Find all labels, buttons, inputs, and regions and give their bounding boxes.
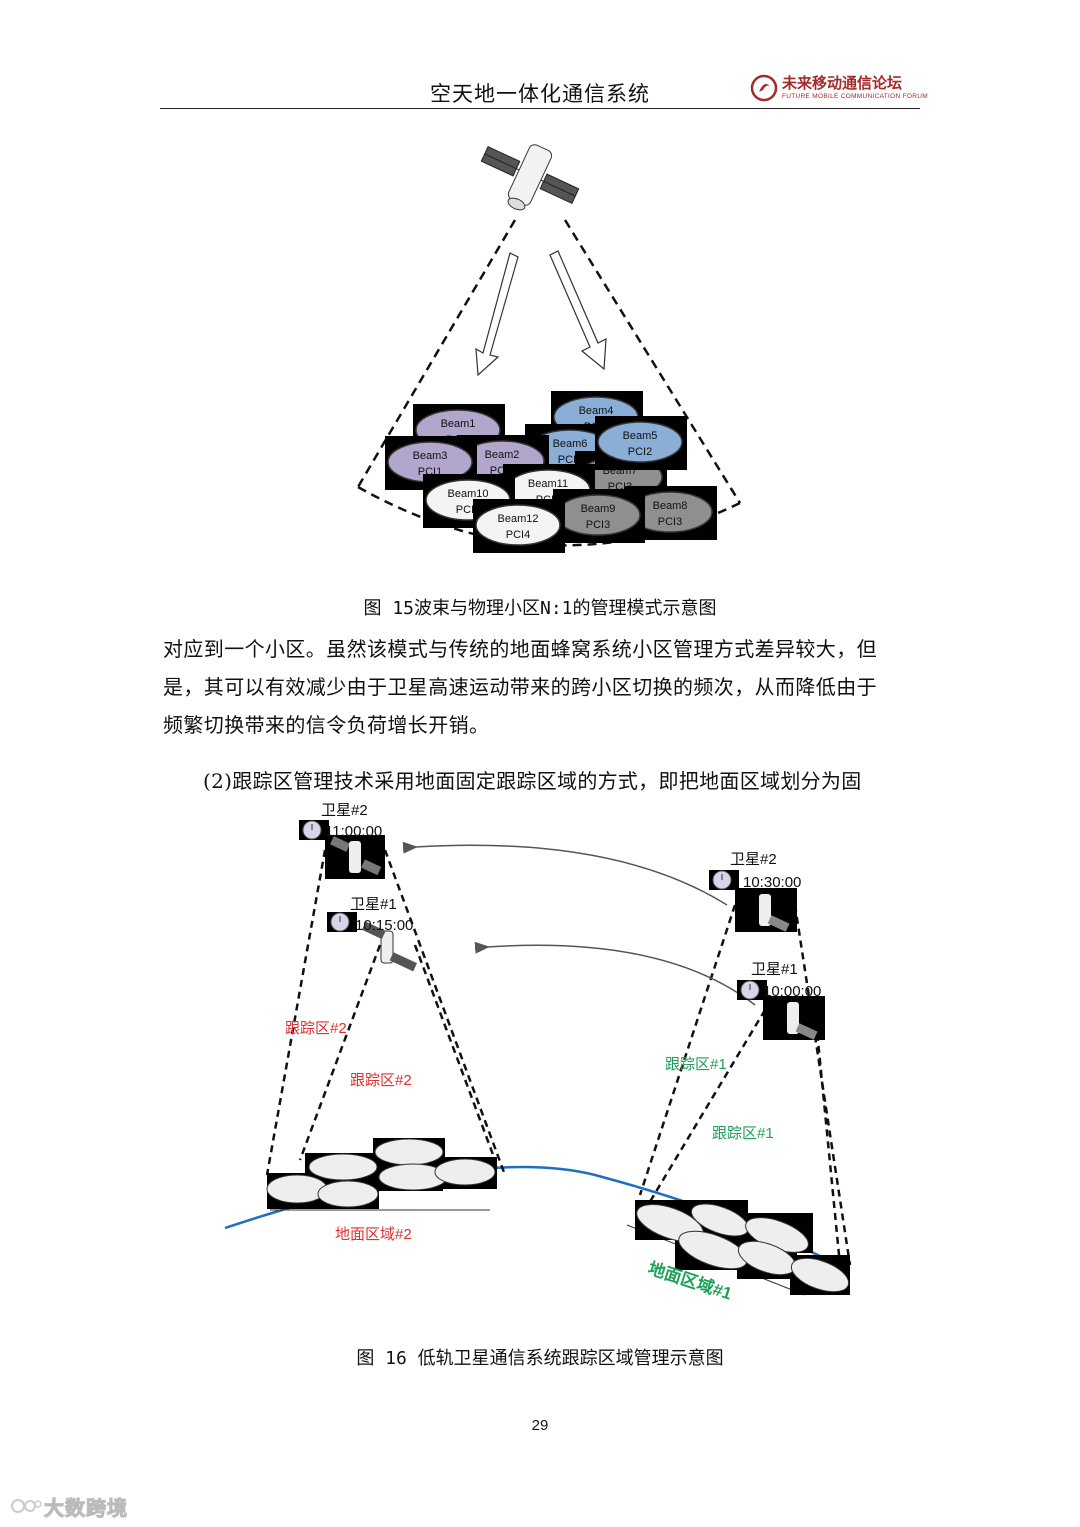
ground-area-2-label: 地面区域#2 xyxy=(335,1226,412,1243)
forum-logo: 未来移动通信论坛 FUTURE MOBILE COMMUNICATION FOR… xyxy=(750,72,928,106)
clock-icon xyxy=(327,912,357,932)
beam-label: Beam4 xyxy=(579,405,614,417)
pci-label: PCI4 xyxy=(506,529,530,541)
header-title: 空天地一体化通信系统 xyxy=(430,82,650,106)
beam-label: Beam10 xyxy=(448,488,489,500)
satellite-icon xyxy=(361,921,417,972)
tracking-area-1-inner-label: 跟踪区#1 xyxy=(712,1125,774,1142)
sat2-right-time: 10:30:00 xyxy=(743,874,801,891)
pci-label: PCI2 xyxy=(628,446,652,458)
beam-label: Beam11 xyxy=(528,478,568,490)
watermark-text: 大数跨境 xyxy=(44,1496,128,1521)
beam-label: Beam2 xyxy=(485,449,520,461)
tracking-area-1-outer-label: 跟踪区#1 xyxy=(665,1056,727,1073)
satellite-icon xyxy=(325,835,385,879)
logo-chinese-text: 未来移动通信论坛 xyxy=(782,74,903,92)
figure-16-diagram: 卫星#2 11:00:00 卫星#1 10:15:00 卫星#2 10:30:0… xyxy=(224,802,852,1304)
sat2-left-time: 11:00:00 xyxy=(325,823,382,840)
orbit-arrow xyxy=(402,841,728,906)
downward-arrow-icon xyxy=(475,252,519,377)
tracking-area-2-inner-label: 跟踪区#2 xyxy=(350,1072,412,1089)
orbit-arrow xyxy=(474,941,756,1006)
satellite-icon xyxy=(480,144,580,211)
body-line: 是，其可以有效减少由于卫星高速运动带来的跨小区切换的频次，从而降低由于 xyxy=(163,675,877,699)
body-paragraph-2: (2)跟踪区管理技术采用地面固定跟踪区域的方式，即把地面区域划分为固 xyxy=(203,769,862,793)
pci-label: PCI3 xyxy=(658,516,682,528)
tracking-area-2-outer-label: 跟踪区#2 xyxy=(285,1020,347,1037)
beam-label: Beam5 xyxy=(623,430,658,442)
sat1-right-name: 卫星#1 xyxy=(751,961,798,978)
satellite-icon xyxy=(763,996,825,1040)
figure-16-caption: 图 16 低轨卫星通信系统跟踪区域管理示意图 xyxy=(356,1348,724,1369)
page-number: 29 xyxy=(531,1417,549,1434)
pci-label: PCI3 xyxy=(586,519,610,531)
downward-arrow-icon xyxy=(549,250,607,371)
header-divider xyxy=(160,108,920,109)
clock-icon xyxy=(709,870,739,890)
sat1-left-name: 卫星#1 xyxy=(350,896,397,913)
watermark-logo-icon xyxy=(11,1499,42,1513)
figure-15-diagram: Beam1PCI1Beam4PCI2Beam6PCI2Beam2PCI1Beam… xyxy=(356,144,742,553)
clock-icon xyxy=(737,980,767,1000)
body-line: 频繁切换带来的信令负荷增长开销。 xyxy=(163,713,490,737)
ground-area-2-cells xyxy=(266,1138,497,1211)
sat1-left-time: 10:15:00 xyxy=(355,917,413,934)
sat2-left-name: 卫星#2 xyxy=(321,802,368,819)
figure-15-caption: 图 15波束与物理小区N:1的管理模式示意图 xyxy=(363,598,717,619)
beam-label: Beam3 xyxy=(413,450,448,462)
sat1-right-time: 10:00:00 xyxy=(763,983,821,1000)
sat2-right-name: 卫星#2 xyxy=(730,851,777,868)
body-line: 对应到一个小区。虽然该模式与传统的地面蜂窝系统小区管理方式差异较大，但 xyxy=(163,637,877,661)
watermark: 大数跨境 xyxy=(10,1490,170,1521)
beam-label: Beam1 xyxy=(441,418,476,430)
forum-logo-icon xyxy=(750,74,778,102)
beam-label: Beam6 xyxy=(553,438,588,450)
body-paragraph: 对应到一个小区。虽然该模式与传统的地面蜂窝系统小区管理方式差异较大，但 是，其可… xyxy=(163,630,921,744)
clock-icon xyxy=(299,820,329,840)
beam-label: Beam8 xyxy=(653,500,688,512)
ground-area-1-cells xyxy=(626,1200,850,1296)
beam-label: Beam9 xyxy=(581,503,616,515)
beam-cluster: Beam1PCI1Beam4PCI2Beam6PCI2Beam2PCI1Beam… xyxy=(385,391,717,553)
logo-english-text: FUTURE MOBILE COMMUNICATION FORUM xyxy=(782,93,928,100)
satellite-icon xyxy=(735,888,797,932)
beam-label: Beam12 xyxy=(498,513,539,525)
